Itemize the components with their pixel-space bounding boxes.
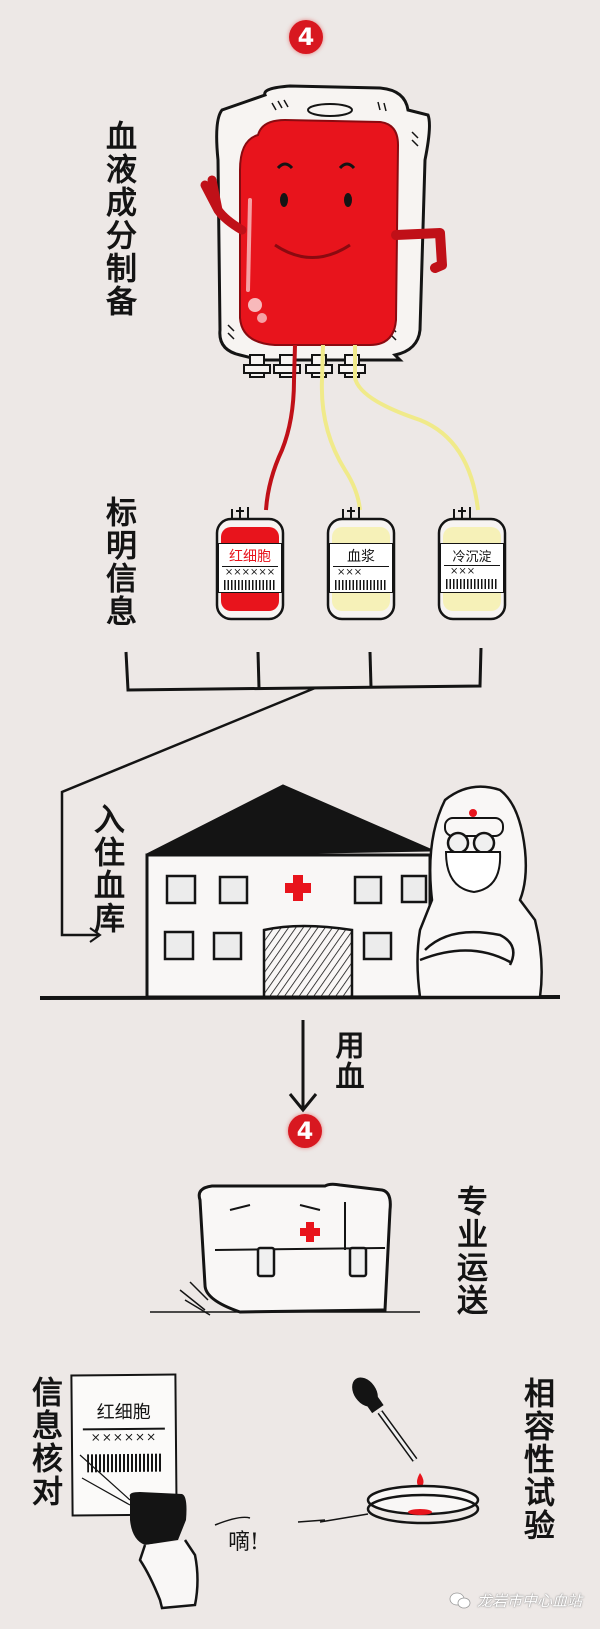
blood-bank-building-illustration [39, 784, 561, 1000]
bag-label-code: ××× [333, 566, 389, 578]
watermark-text: 龙岩市中心血站 [476, 1592, 582, 1610]
component-bag-cryo: 冷沉淀 ××× [434, 505, 509, 623]
wechat-icon [449, 1592, 471, 1608]
step-number: 4 [297, 23, 315, 51]
component-bag-plasma: 血浆 ××× [323, 505, 398, 623]
down-arrow-icon [288, 1020, 318, 1113]
step-number: 4 [296, 1117, 314, 1145]
label-component-prep: 血液成分制备 [100, 120, 136, 318]
step-badge-top: 4 [289, 20, 323, 54]
transport-cooler-box-illustration [150, 1182, 420, 1316]
barcode-icon [335, 580, 387, 590]
step-badge-middle: 4 [288, 1114, 322, 1148]
scanner-beep-text: 嘀! [228, 1530, 259, 1555]
bag-label-name: 血浆 [347, 549, 375, 565]
bag-label-code: ×××××× [222, 566, 278, 578]
blood-bag-mascot-illustration [200, 84, 480, 511]
bag-label-code: ××× [444, 565, 500, 577]
barcode-icon [224, 580, 276, 590]
watermark: 龙岩市中心血站 [449, 1590, 582, 1611]
label-use-blood: 用血 [331, 1030, 365, 1092]
label-info-verify: 信息核对 [26, 1376, 62, 1508]
barcode-icon [446, 579, 498, 589]
label-compatibility-test: 相容性试验 [518, 1377, 554, 1542]
label-storage: 入住血库 [88, 803, 124, 935]
bag-label-name: 红细胞 [229, 549, 271, 565]
flow-bracket-connector [60, 647, 483, 943]
label-labeling: 标明信息 [100, 496, 136, 628]
label-transport: 专业运送 [451, 1185, 487, 1317]
component-bag-red-cells: 红细胞 ×××××× [212, 505, 287, 623]
bag-label-name: 冷沉淀 [452, 550, 492, 565]
